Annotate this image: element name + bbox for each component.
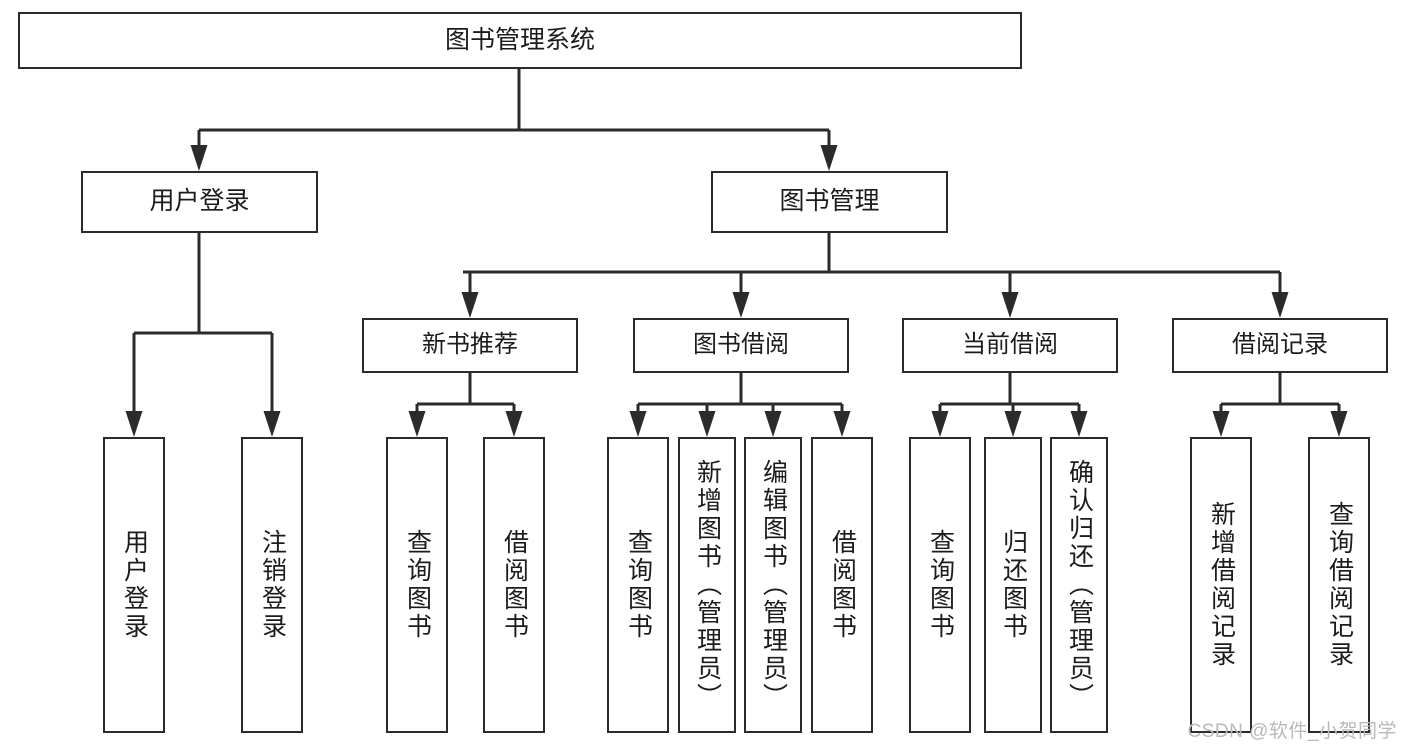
node-book-borrow[interactable]: 图书借阅 — [633, 318, 849, 373]
node-label: 用户登录 — [149, 187, 250, 216]
node-label: 当前借阅 — [962, 331, 1058, 359]
node-label: 图书借阅 — [693, 331, 789, 359]
node-new-book-recommend[interactable]: 新书推荐 — [362, 318, 578, 373]
node-label: 注销登录 — [258, 529, 287, 641]
leaf-add-book-admin[interactable]: 新增图书（管理员） — [678, 437, 736, 733]
watermark: CSDN @软件_小贺同学 — [1187, 721, 1397, 742]
node-label: 查询图书 — [403, 529, 432, 641]
node-label: 借阅图书 — [828, 529, 857, 641]
node-borrow-record[interactable]: 借阅记录 — [1172, 318, 1388, 373]
leaf-confirm-return-admin[interactable]: 确认归还（管理员） — [1050, 437, 1108, 733]
node-label: 确认归还（管理员） — [1065, 459, 1094, 711]
leaf-logout[interactable]: 注销登录 — [241, 437, 303, 733]
leaf-return-book[interactable]: 归还图书 — [984, 437, 1042, 733]
node-label: 借阅记录 — [1232, 331, 1328, 359]
node-label: 编辑图书（管理员） — [759, 459, 788, 711]
node-label: 借阅图书 — [500, 529, 529, 641]
node-root-图书管理系统[interactable]: 图书管理系统 — [18, 12, 1022, 69]
node-label: 新增借阅记录 — [1207, 501, 1236, 669]
leaf-query-book-recommend[interactable]: 查询图书 — [386, 437, 448, 733]
leaf-user-login[interactable]: 用户登录 — [103, 437, 165, 733]
node-label: 新增图书（管理员） — [693, 459, 722, 711]
leaf-query-book-current[interactable]: 查询图书 — [909, 437, 971, 733]
node-label: 图书管理系统 — [444, 25, 595, 54]
node-label: 图书管理 — [779, 187, 880, 216]
leaf-edit-book-admin[interactable]: 编辑图书（管理员） — [744, 437, 802, 733]
leaf-query-borrow-record[interactable]: 查询借阅记录 — [1308, 437, 1370, 733]
node-current-borrow[interactable]: 当前借阅 — [902, 318, 1118, 373]
node-label: 查询图书 — [926, 529, 955, 641]
leaf-borrow-book[interactable]: 借阅图书 — [811, 437, 873, 733]
node-label: 查询借阅记录 — [1325, 501, 1354, 669]
node-book-manage[interactable]: 图书管理 — [711, 171, 948, 233]
node-label: 查询图书 — [624, 529, 653, 641]
node-label: 归还图书 — [999, 529, 1028, 641]
leaf-add-borrow-record[interactable]: 新增借阅记录 — [1190, 437, 1252, 733]
node-user-login[interactable]: 用户登录 — [81, 171, 318, 233]
leaf-borrow-book-recommend[interactable]: 借阅图书 — [483, 437, 545, 733]
node-label: 新书推荐 — [422, 331, 518, 359]
leaf-query-book-borrow[interactable]: 查询图书 — [607, 437, 669, 733]
node-label: 用户登录 — [120, 529, 149, 641]
